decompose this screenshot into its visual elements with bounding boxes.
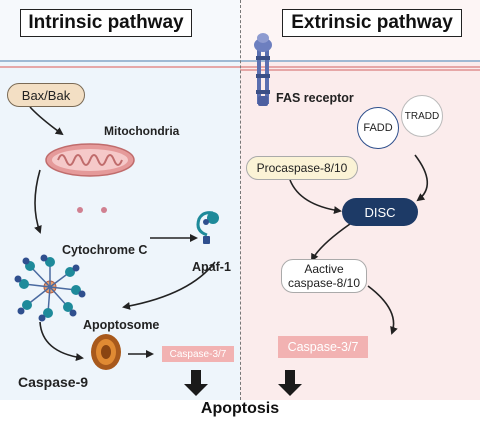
cytochrome-c-dot: [77, 207, 83, 213]
cell-membrane-inner-2: [240, 69, 480, 71]
mitochondria-label: Mitochondria: [104, 124, 180, 138]
extrinsic-pathway-title: Extrinsic pathway: [282, 9, 462, 37]
caspase37-extrinsic-node: Caspase-3/7: [278, 336, 368, 358]
intrinsic-arrows: [29, 106, 216, 362]
procaspase-label: Procaspase-8/10: [256, 161, 348, 175]
outcome-area: [0, 400, 480, 424]
active-caspase-node: Aactive caspase-8/10: [281, 259, 367, 293]
bax-bak-node: Bax/Bak: [7, 83, 85, 107]
apaf1-icon: [196, 211, 219, 244]
tradd-label: TRADD: [404, 110, 440, 122]
fas-receptor-label: FAS receptor: [276, 91, 354, 105]
caspase37-extrinsic-label: Caspase-3/7: [287, 340, 359, 354]
active-caspase-label-line2: caspase-8/10: [287, 276, 361, 290]
tradd-node: TRADD: [401, 95, 443, 137]
apaf1-label: Apaf-1: [192, 260, 231, 274]
caspase37-intrinsic-node: Caspase-3/7: [162, 346, 234, 362]
mitochondria-icon: [45, 143, 135, 177]
cytochrome-c-dot: [101, 207, 107, 213]
caspase9-icon: [91, 334, 121, 370]
extrinsic-arrows: [289, 154, 429, 335]
apoptosis-label: Apoptosis: [200, 400, 280, 417]
bax-bak-label: Bax/Bak: [21, 87, 71, 103]
pathway-divider: [240, 0, 241, 400]
down-arrows: [184, 370, 302, 396]
disc-label: DISC: [364, 204, 396, 220]
fadd-node: FADD: [357, 107, 399, 149]
caspase37-intrinsic-label: Caspase-3/7: [169, 348, 227, 360]
fas-receptor-icon: [254, 33, 272, 106]
cytochrome-c-label: Cytochrome C: [62, 243, 148, 257]
fadd-label: FADD: [363, 122, 393, 134]
intrinsic-pathway-title: Intrinsic pathway: [20, 9, 192, 37]
procaspase-node: Procaspase-8/10: [246, 156, 358, 180]
disc-node: DISC: [342, 198, 418, 226]
apoptosome-icon: [14, 254, 86, 322]
active-caspase-label-line1: Aactive: [304, 262, 344, 276]
apoptosome-label: Apoptosome: [83, 318, 160, 332]
caspase9-label: Caspase-9: [18, 374, 89, 390]
